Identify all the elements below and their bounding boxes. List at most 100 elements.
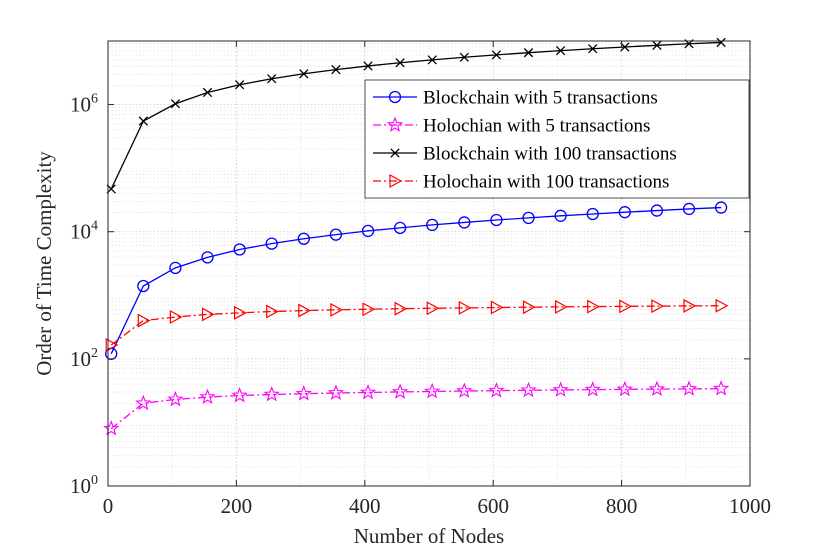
data-point [587,299,600,314]
data-point [394,301,408,316]
legend-label: Holochian with 5 transactions [423,116,650,137]
x-tick-label: 200 [221,494,253,518]
data-point [426,301,440,316]
legend-entry: Blockchain with 5 transactions [373,88,658,109]
legend-box [364,79,750,199]
data-point [297,232,310,245]
data-point [458,216,471,229]
data-point [554,209,567,222]
series-line [110,387,722,430]
data-point [202,87,213,98]
legend-label: Blockchain with 5 transactions [423,88,658,109]
y-tick-label-base: 10 [70,220,91,244]
x-tick-label: 600 [477,494,509,518]
data-point [459,52,469,62]
legend-marker [389,173,403,189]
data-point [299,69,309,79]
data-point [362,302,376,317]
data-point [712,380,730,396]
data-point [138,116,148,126]
legend-label: Holochain with 100 transactions [423,172,669,193]
data-point [265,237,278,250]
y-tick-label-base: 10 [70,93,91,117]
data-point [520,381,537,398]
data-point [552,381,569,397]
series-3 [106,37,726,194]
data-point [359,383,377,400]
y-tick-label-base: 10 [70,474,91,498]
y-tick-label-exponent: 4 [91,219,98,234]
data-point [490,213,503,227]
data-point [680,380,698,396]
series-1 [105,201,728,360]
data-point [201,307,215,322]
data-point [231,386,248,403]
data-point [103,420,120,436]
legend-marker [388,90,402,104]
data-point [488,382,505,398]
data-point [395,58,405,68]
plot-frame [107,40,751,487]
y-tick-label: 100 [70,473,98,498]
legend-entry: Blockchain with 100 transactions [373,144,677,165]
legend-label: Blockchain with 100 transactions [423,144,677,165]
data-point [169,261,182,275]
data-point [105,338,119,353]
y-tick-label: 102 [70,346,98,371]
data-point [199,388,216,405]
data-point [650,204,664,217]
data-point [523,48,534,58]
series-4 [105,298,729,353]
data-point [648,380,666,397]
data-point [651,299,665,314]
data-point [330,302,344,317]
data-point [555,45,566,56]
data-point [137,279,150,293]
legend-entry: Holochain with 100 transactions [373,172,669,193]
legend-entry: Holochian with 5 transactions [373,116,650,137]
data-point [584,381,601,397]
y-tick-label-base: 10 [70,347,91,371]
y-tick-label-exponent: 6 [91,92,98,107]
y-tick-label: 104 [70,219,98,244]
data-point [391,383,409,399]
series-layer [103,37,730,436]
data-point [616,380,633,397]
series-2 [103,380,730,436]
data-point [424,382,441,399]
data-point [298,303,312,318]
data-point [586,207,599,221]
data-point [267,74,277,84]
data-point [329,228,343,241]
series-line [110,41,722,190]
y-tick-label-exponent: 2 [91,346,98,361]
data-point [618,206,631,219]
data-point [361,224,375,238]
data-point [490,300,504,315]
data-point [682,202,696,216]
data-point [233,243,246,256]
data-point [135,394,152,411]
data-point [427,55,437,65]
x-tick-label: 1000 [729,494,771,518]
x-axis-title: Number of Nodes [354,524,504,548]
data-point [683,298,697,313]
data-point [555,299,568,314]
data-point [716,37,726,48]
data-point [266,304,279,319]
data-point [588,44,598,54]
data-point [295,385,312,401]
y-axis-title: Order of Time Complexity [32,151,56,376]
x-tick-label: 0 [103,494,114,518]
data-point [363,61,373,71]
data-point [426,218,439,232]
data-point [522,300,536,315]
data-point [201,251,214,264]
data-point [167,390,184,407]
data-point [169,310,183,325]
data-point [393,221,407,235]
legend-marker [386,116,404,132]
data-point [491,50,502,60]
